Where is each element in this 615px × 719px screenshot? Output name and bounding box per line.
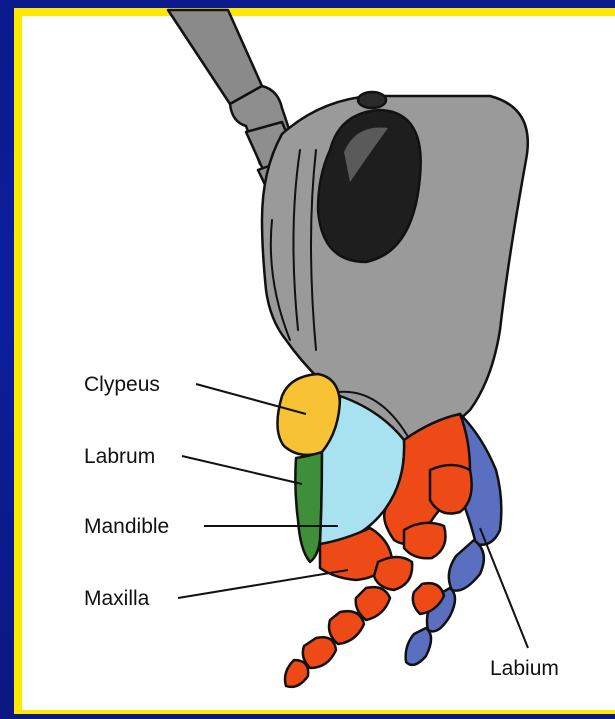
labrum-leader xyxy=(182,456,302,484)
maxilla-label: Maxilla xyxy=(84,587,150,610)
labium-leader xyxy=(480,528,528,648)
clypeus-label: Clypeus xyxy=(84,373,160,396)
maxilla-leader xyxy=(178,570,348,598)
mandible-label: Mandible xyxy=(84,515,169,538)
labium-label: Labium xyxy=(490,657,559,680)
labrum-label: Labrum xyxy=(84,445,155,468)
labrum-region xyxy=(295,452,322,562)
